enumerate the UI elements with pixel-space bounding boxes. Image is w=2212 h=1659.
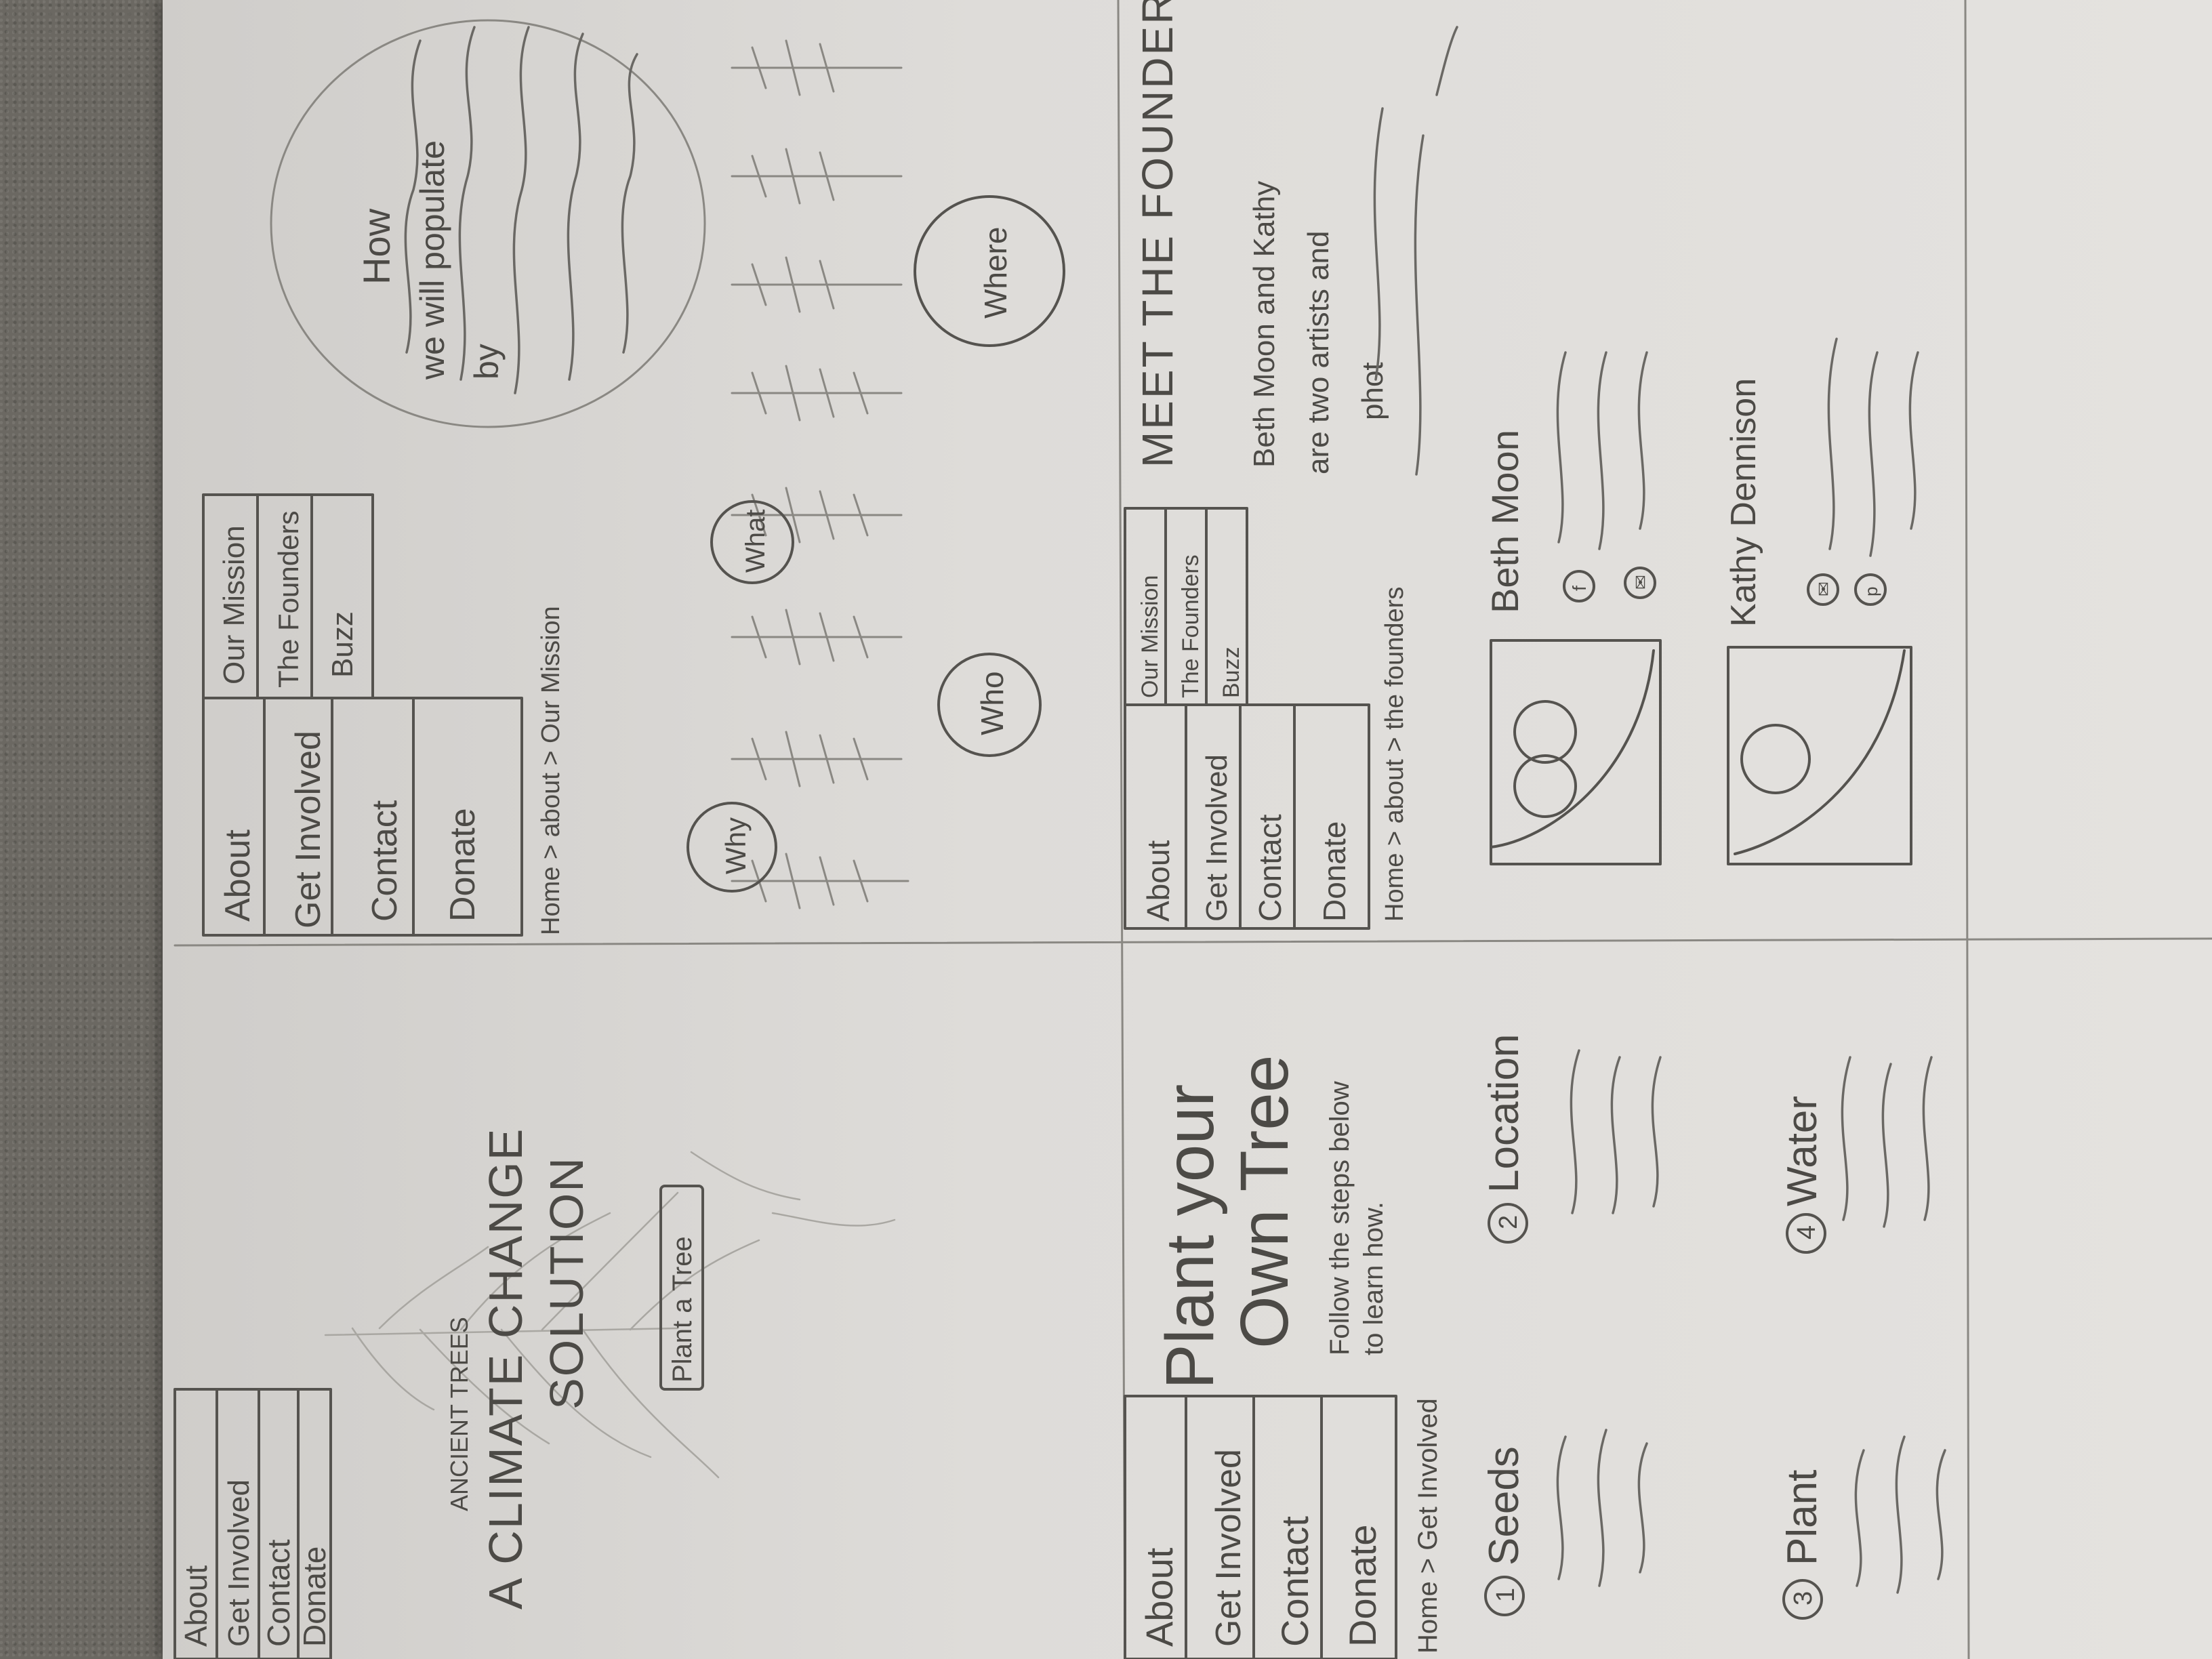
home-nav-box <box>173 1388 332 1659</box>
panel-get-involved: About Get Involved Contact Donate Home >… <box>1124 1034 1946 1659</box>
how-circle <box>270 19 706 428</box>
step-2-badge <box>1488 1203 1528 1244</box>
step-1-label: Seeds <box>1481 1446 1528 1565</box>
home-nav-about[interactable]: About <box>178 1565 213 1647</box>
founders-intro-text-lines <box>1373 26 1458 476</box>
founder-1-photo <box>1490 639 1662 865</box>
founder-1-bio-lines <box>1556 351 1648 550</box>
founder-2-bio-lines <box>1827 337 1919 557</box>
step-3-badge <box>1782 1579 1823 1620</box>
how-text-3: by <box>468 344 506 380</box>
involved-nav-contact[interactable]: Contact <box>1273 1516 1316 1647</box>
panel-founders: About Get Involved Contact Donate Our Mi… <box>1124 0 1919 930</box>
grid-line-vertical-2 <box>1964 0 1970 1659</box>
founders-subnav-founders[interactable]: The Founders <box>1178 554 1204 698</box>
home-eyebrow: ANCIENT TREES <box>445 1317 473 1511</box>
founders-nav-contact[interactable]: Contact <box>1252 814 1288 922</box>
forest-scribbles <box>731 39 909 909</box>
home-headline-line2: SOLUTION <box>540 1156 593 1410</box>
grid-line-horizontal <box>173 937 2212 947</box>
founders-subnav-our-mission[interactable]: Our Mission <box>1137 575 1163 698</box>
founders-subnav-box <box>1124 507 1248 706</box>
step-1-badge <box>1484 1576 1525 1616</box>
involved-nav-box <box>1124 1395 1397 1659</box>
bubble-where-label: Where <box>978 227 1013 319</box>
panel-home: About Get Involved Contact Donate ANCIEN… <box>173 1128 896 1659</box>
involved-subtitle-line1: Follow the steps below <box>1325 1081 1355 1355</box>
home-cta-box[interactable] <box>659 1185 704 1391</box>
founder-2-pinterest-glyph: p <box>1861 587 1881 596</box>
founder-2-mail-icon[interactable] <box>1807 573 1839 606</box>
involved-nav-get-involved[interactable]: Get Involved <box>1209 1449 1248 1647</box>
step-4-number: 4 <box>1793 1225 1821 1240</box>
step-2-number: 2 <box>1494 1215 1523 1229</box>
founder-2-photo <box>1727 646 1912 865</box>
step-4-text-lines <box>1841 1056 1933 1228</box>
how-circle-scribble <box>404 26 638 394</box>
bubble-why[interactable] <box>687 802 777 893</box>
step-4-badge <box>1786 1213 1826 1254</box>
bubble-who[interactable] <box>937 653 1042 757</box>
home-headline-line1: A CLIMATE CHANGE <box>479 1128 532 1610</box>
panel-mission: About Get Involved Contact Donate Our Mi… <box>202 19 1065 937</box>
founders-nav-about[interactable]: About <box>1141 840 1176 922</box>
mission-nav-contact[interactable]: Contact <box>365 800 405 922</box>
mission-subnav-founders[interactable]: The Founders <box>272 511 304 688</box>
involved-nav-about[interactable]: About <box>1138 1547 1181 1647</box>
tree-trunk <box>324 1327 679 1336</box>
bubble-why-label: Why <box>720 817 752 874</box>
founder-2-name: Kathy Dennison <box>1724 378 1763 627</box>
step-4-label: Water <box>1779 1096 1826 1206</box>
mission-breadcrumb[interactable]: Home > about > Our Mission <box>537 606 565 935</box>
bubble-where[interactable] <box>914 195 1065 347</box>
founders-nav-get-involved[interactable]: Get Involved <box>1200 754 1233 922</box>
step-3-label: Plant <box>1779 1470 1826 1565</box>
founder-1-facebook-glyph: f <box>1569 586 1590 591</box>
mission-subnav-our-mission[interactable]: Our Mission <box>218 525 251 684</box>
founder-2-pinterest-icon[interactable] <box>1854 573 1887 606</box>
bubble-who-label: Who <box>975 671 1010 735</box>
bubble-what-label: What <box>741 510 771 573</box>
step-1-text-lines <box>1556 1429 1648 1587</box>
home-nav-donate[interactable]: Donate <box>297 1547 332 1647</box>
founders-title: MEET THE FOUNDERS <box>1133 0 1182 468</box>
founder-1-name: Beth Moon <box>1483 430 1526 613</box>
step-1-number: 1 <box>1492 1588 1520 1602</box>
step-3-text-lines <box>1854 1435 1946 1594</box>
mission-nav-get-involved[interactable]: Get Involved <box>289 731 328 928</box>
founder-1-facebook-icon[interactable] <box>1563 570 1595 602</box>
how-text-2: we will populate <box>413 140 451 380</box>
involved-breadcrumb[interactable]: Home > Get Involved <box>1413 1398 1443 1654</box>
founders-intro-line3: phot <box>1356 362 1389 420</box>
how-text-1: How <box>355 208 398 285</box>
founder-1-mail-glyph: ✉ <box>1631 575 1651 590</box>
involved-nav-donate[interactable]: Donate <box>1341 1524 1384 1647</box>
mission-subnav-box <box>202 493 374 699</box>
mission-subnav-buzz[interactable]: Buzz <box>326 611 359 678</box>
step-3-number: 3 <box>1789 1591 1818 1605</box>
mission-nav-donate[interactable]: Donate <box>443 808 483 922</box>
founders-subnav-buzz[interactable]: Buzz <box>1218 647 1244 698</box>
home-cta-button[interactable]: Plant a Tree <box>668 1236 697 1382</box>
involved-title-line1: Plant your <box>1152 1084 1228 1389</box>
home-nav-get-involved[interactable]: Get Involved <box>222 1479 255 1647</box>
founder-1-mail-icon[interactable] <box>1624 567 1656 599</box>
step-2-label: Location <box>1481 1034 1528 1193</box>
involved-subtitle-line2: to learn how. <box>1359 1202 1389 1355</box>
grid-line-vertical-1 <box>1117 0 1126 1659</box>
founders-nav-donate[interactable]: Donate <box>1317 821 1352 922</box>
mission-nav-about[interactable]: About <box>218 830 258 922</box>
step-2-text-lines <box>1570 1049 1662 1214</box>
founders-intro-line2: are two artists and <box>1302 231 1335 475</box>
bubble-what[interactable] <box>710 500 794 584</box>
home-nav-contact[interactable]: Contact <box>261 1539 296 1647</box>
involved-title-line2: Own Tree <box>1227 1055 1303 1349</box>
founders-breadcrumb[interactable]: Home > about > the founders <box>1380 587 1409 922</box>
founder-2-mail-glyph: ✉ <box>1814 581 1834 596</box>
founders-intro-line1: Beth Moon and Kathy <box>1248 181 1281 468</box>
tree-branches <box>351 1191 760 1479</box>
